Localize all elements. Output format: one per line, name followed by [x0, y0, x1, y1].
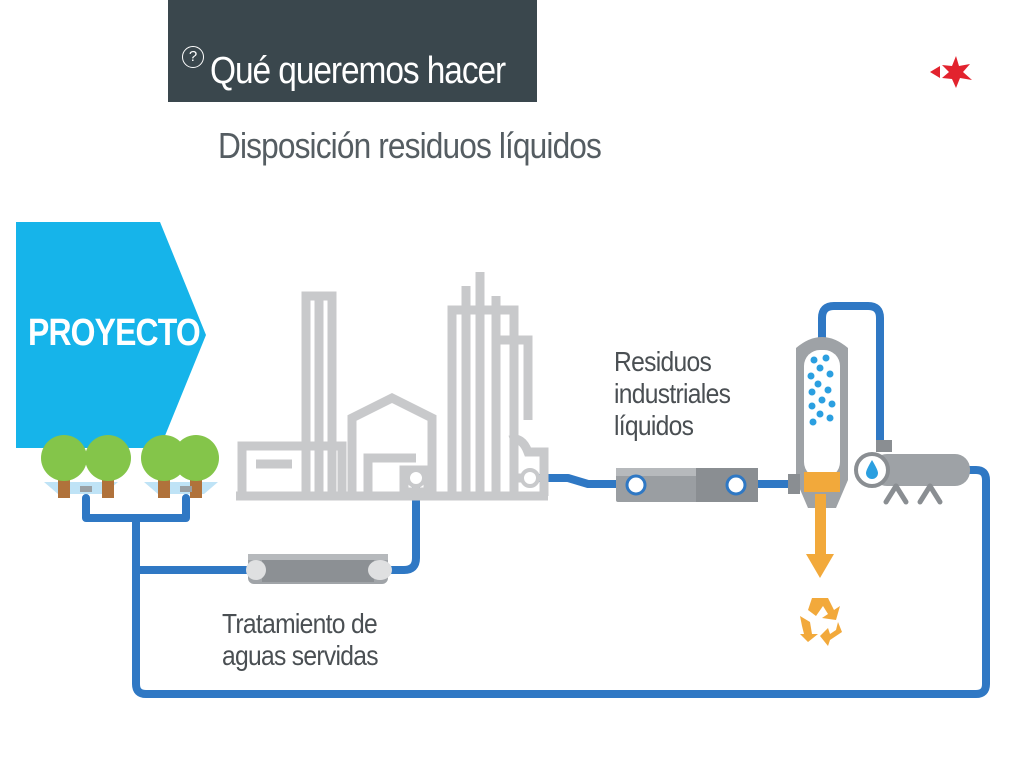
page-subtitle: Disposición residuos líquidos	[218, 125, 602, 166]
industrial-waste-label-line1: Residuos	[614, 346, 712, 377]
tree-icon	[173, 435, 219, 498]
logo-star-icon	[930, 56, 972, 88]
pipe-to-treatment	[132, 514, 254, 574]
recycle-icon	[800, 598, 842, 646]
pump-icon	[854, 440, 970, 505]
page-title: Qué queremos hacer	[210, 50, 506, 92]
down-arrow-icon	[806, 494, 834, 578]
treatment-unit-icon	[246, 554, 392, 584]
tree-group	[41, 435, 219, 498]
treatment-label-line2: aguas servidas	[222, 640, 379, 671]
factory-outlet-right	[520, 468, 540, 488]
pipe-network	[82, 302, 990, 698]
industrial-waste-label-line3: líquidos	[614, 410, 694, 441]
header-banner: ? Qué queremos hacer	[168, 0, 537, 102]
tree-icon	[41, 435, 118, 498]
factory-icon	[236, 272, 549, 501]
factory-outlet-left	[406, 468, 426, 488]
filter-tower-icon	[788, 337, 848, 508]
project-label: PROYECTO	[28, 312, 201, 354]
treatment-label-line1: Tratamiento de	[222, 608, 378, 639]
pipe-tower-loop	[818, 302, 884, 450]
tree-icon	[85, 435, 131, 498]
pipe-factory-to-residuos	[526, 474, 632, 488]
question-circle-icon: ?	[182, 46, 204, 68]
industrial-waste-label-line2: industriales	[614, 378, 731, 409]
industrial-waste-unit-icon	[616, 468, 758, 502]
pipe-factory-to-treatment	[382, 474, 420, 574]
pipe-return-loop	[132, 466, 990, 698]
project-arrow-shape	[16, 222, 206, 448]
